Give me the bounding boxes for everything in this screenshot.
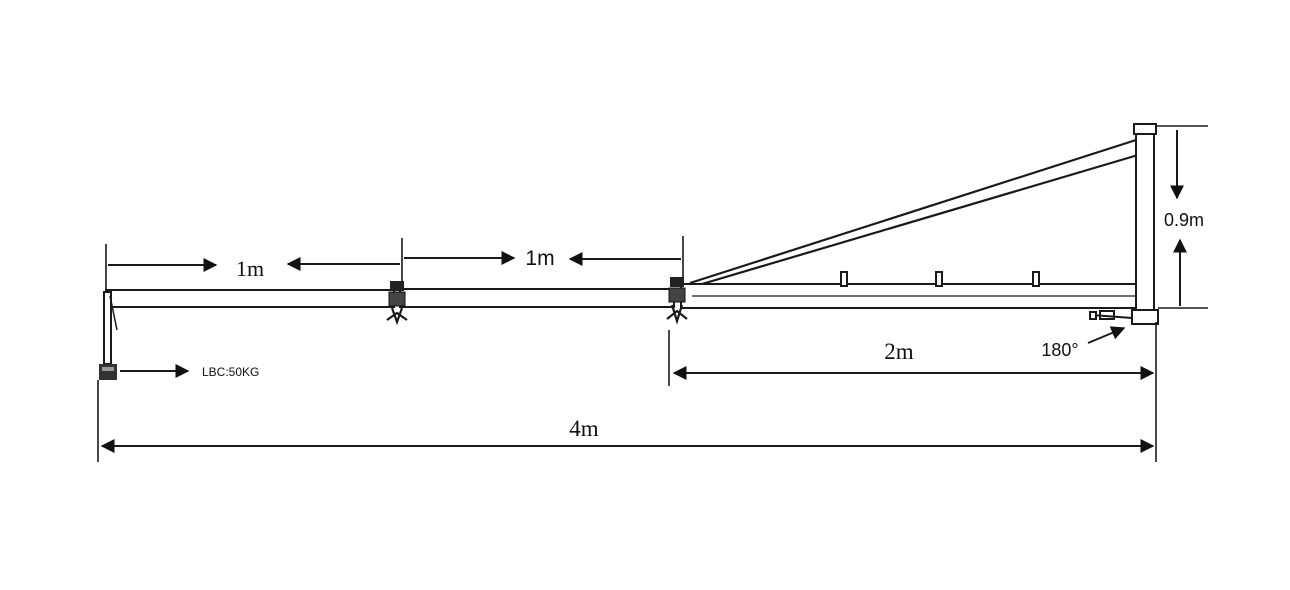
support-rod <box>103 291 112 365</box>
diagonal-brace <box>689 138 1139 286</box>
label-load-capacity: LBC:50KG <box>202 365 259 379</box>
trolley-tab <box>1032 271 1040 287</box>
label-section-3: 2m <box>884 339 914 364</box>
label-height: 0.9m <box>1164 210 1204 230</box>
swivel-bracket <box>1089 310 1133 320</box>
mast-post <box>1135 125 1155 311</box>
trolley-tab <box>935 271 943 287</box>
mast-cap <box>1133 123 1157 135</box>
label-total-length: 4m <box>569 416 599 441</box>
boom <box>105 283 1142 309</box>
coupler-1 <box>386 281 408 326</box>
rotation-pointer-arrow <box>1087 326 1126 344</box>
hook-block <box>99 364 117 380</box>
labels: 1m 1m 2m 4m 0.9m 180° LBC:50KG <box>202 210 1204 441</box>
boom-section-2 <box>399 288 675 308</box>
dimension-arrows <box>100 130 1187 453</box>
brace-lower-edge <box>701 153 1139 286</box>
left-support <box>99 291 118 380</box>
trolley-tabs <box>840 271 1040 287</box>
mast <box>1089 123 1159 325</box>
mast-base <box>1131 309 1159 325</box>
boom-section-1 <box>105 289 395 308</box>
coupler-2 <box>666 277 688 325</box>
label-section-2: 1m <box>525 247 554 270</box>
trolley-tab <box>840 271 848 287</box>
brace-upper-edge <box>689 138 1137 285</box>
extension-lines <box>97 125 1208 462</box>
label-section-1: 1m <box>236 256 264 281</box>
label-rotation: 180° <box>1041 340 1078 360</box>
